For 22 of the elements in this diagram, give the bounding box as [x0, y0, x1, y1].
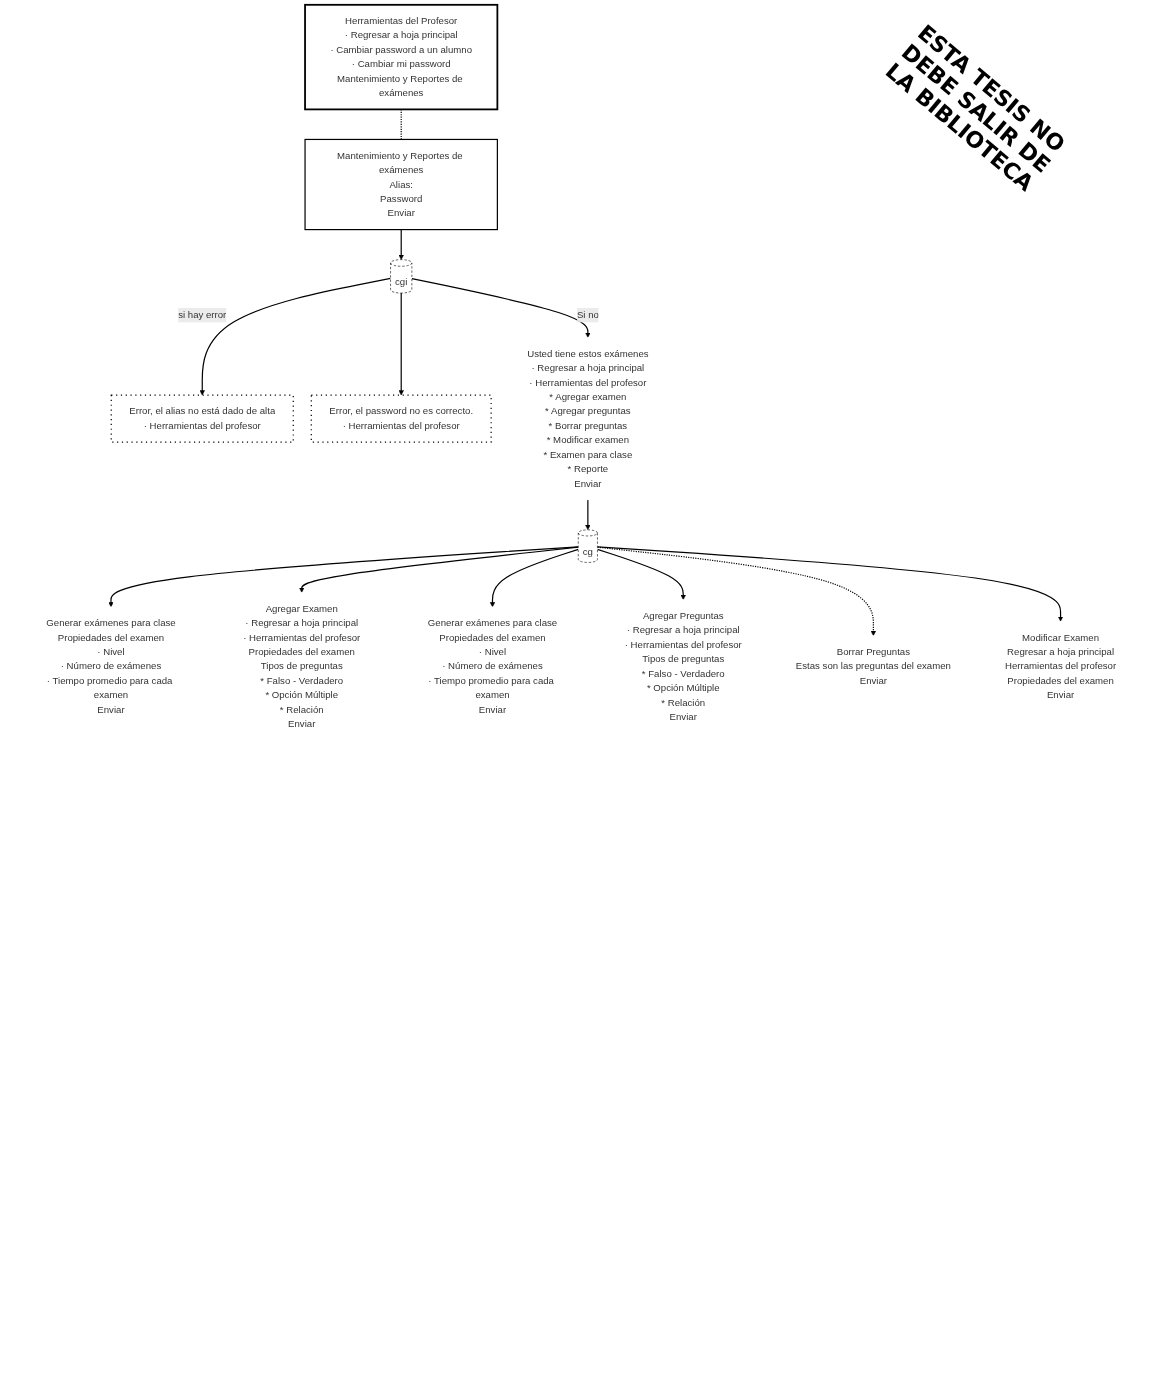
node-text: Modificar Examen Regresar a hoja principal Herramientas del profesor Propiedades del examen Enviar — [1004, 632, 1117, 701]
arrow — [596, 546, 876, 636]
node-text: Generar exámenes para clase Propiedades del examen · Nivel · Número de exámenes · Tiempo promedio para cada examen Enviar — [46, 617, 176, 715]
arrow — [199, 277, 392, 396]
node-text: Usted tiene estos exámenes · Regresar a hoja principal · Herramientas del profesor * Agregar examen * Agregar preguntas * Borrar preguntas * Modificar examen * Examen para clase * Reporte Enviar — [527, 348, 649, 489]
arrow — [299, 546, 579, 593]
arrow — [585, 499, 591, 531]
arrow — [398, 229, 404, 260]
node-text: Agregar Preguntas · Regresar a hoja principal · Herramientas del profesor Tipos de preguntas * Falso - Verdadero * Opción Múltiple * Relación Enviar — [624, 610, 742, 722]
node-text: Agregar Examen · Regresar a hoja principal · Herramientas del profesor Propiedades del examen Tipos de preguntas * Falso - Verdadero * Opción Múltiple * Relación Enviar — [243, 603, 361, 729]
edge-label: Si no — [576, 309, 599, 321]
arrow — [596, 546, 1064, 622]
node-text: Generar exámenes para clase Propiedades del examen · Nivel · Número de exámenes · Tiempo promedio para cada examen Enviar — [427, 617, 558, 715]
arrow — [411, 277, 591, 338]
edge-label: si hay error — [178, 309, 227, 321]
arrow — [489, 548, 579, 608]
arrow — [398, 292, 404, 396]
arrow — [108, 546, 579, 608]
node-text: Borrar Preguntas Estas son las preguntas del examen Enviar — [795, 646, 951, 686]
node-box: Mantenimiento y Reportes de exámenes Alias: Password Enviar — [304, 138, 498, 231]
arrow — [596, 548, 686, 600]
node-box: Herramientas del Profesor · Regresar a hoja principal · Cambiar password a un alumno · Cambiar mi password Mantenimiento y Reportes de exámenes — [304, 3, 499, 111]
